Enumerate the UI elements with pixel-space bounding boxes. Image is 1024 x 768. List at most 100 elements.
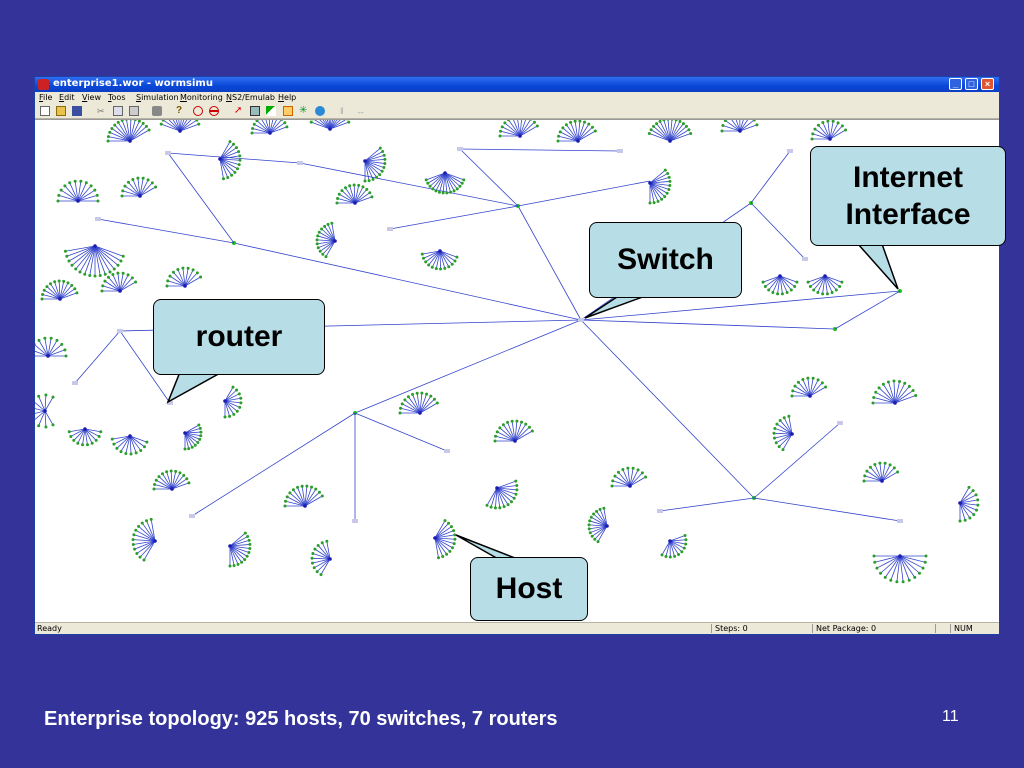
maximize-button[interactable]: □ xyxy=(965,78,978,90)
cut-icon[interactable]: ✂ xyxy=(97,106,105,116)
host-link xyxy=(669,539,686,542)
host xyxy=(246,535,250,539)
host xyxy=(872,554,876,558)
host-link xyxy=(158,476,173,490)
host xyxy=(150,181,154,185)
pointer-icon[interactable]: ➚ xyxy=(234,105,243,116)
pause-icon[interactable]: ‖ xyxy=(340,106,344,116)
switch-node xyxy=(657,509,663,513)
host-link xyxy=(269,122,286,134)
host-link xyxy=(317,545,331,560)
open-icon[interactable] xyxy=(56,106,66,116)
host-link xyxy=(824,275,840,287)
host-link xyxy=(177,269,186,287)
globe-icon[interactable] xyxy=(315,106,325,116)
menu-simulation[interactable]: Simulation xyxy=(136,93,179,102)
host xyxy=(680,550,684,554)
host xyxy=(556,139,560,143)
host xyxy=(237,163,241,167)
switch-node xyxy=(648,181,652,185)
print-icon[interactable] xyxy=(152,106,162,116)
host xyxy=(93,274,97,278)
host-link xyxy=(77,428,86,444)
paste-icon[interactable] xyxy=(129,106,139,116)
title-bar[interactable]: enterprise1.wor - wormsimu _ □ × xyxy=(35,77,999,92)
host-link xyxy=(345,187,356,204)
menu-file[interactable]: File xyxy=(39,93,53,102)
link-icon[interactable] xyxy=(266,106,276,116)
host xyxy=(119,259,123,263)
close-button[interactable]: × xyxy=(981,78,994,90)
host-link xyxy=(58,281,61,300)
host-link xyxy=(184,272,198,287)
host xyxy=(972,513,976,517)
new-icon[interactable] xyxy=(40,106,50,116)
host xyxy=(663,168,667,172)
host-link xyxy=(894,383,906,404)
host xyxy=(963,518,967,522)
host-link xyxy=(794,385,811,397)
host xyxy=(447,265,451,269)
host xyxy=(778,418,782,422)
switch-node xyxy=(443,171,447,175)
host xyxy=(37,424,41,428)
host xyxy=(636,468,640,472)
burst-icon[interactable]: ✳ xyxy=(299,105,308,116)
host-link xyxy=(404,399,421,414)
minimize-button[interactable]: _ xyxy=(949,78,962,90)
host-link xyxy=(287,496,306,507)
minus-circle-icon[interactable] xyxy=(209,106,219,116)
host xyxy=(312,566,316,570)
router-icon[interactable] xyxy=(283,106,293,116)
host xyxy=(145,440,149,444)
stop-circle-icon[interactable] xyxy=(193,106,203,116)
host-link xyxy=(182,268,186,287)
menu-monitoring[interactable]: Monitoring xyxy=(180,93,223,102)
host-link xyxy=(317,240,336,245)
menu-edit[interactable]: Edit xyxy=(59,93,75,102)
switch-node xyxy=(128,434,132,438)
menu-ns2-emulab[interactable]: NS2/Emulab xyxy=(226,93,275,102)
host-link xyxy=(317,239,336,242)
host-link xyxy=(35,410,46,414)
host xyxy=(774,441,778,445)
host xyxy=(336,196,340,200)
save-icon[interactable] xyxy=(72,106,82,116)
help-icon[interactable]: ? xyxy=(176,105,183,116)
switch-node xyxy=(165,151,171,155)
host xyxy=(153,482,157,486)
host-link xyxy=(899,555,920,574)
host xyxy=(611,479,615,483)
host-link xyxy=(254,123,271,134)
host-link xyxy=(899,555,910,581)
step-icon[interactable]: ↔ xyxy=(356,106,365,116)
copy-icon[interactable] xyxy=(113,106,123,116)
host-link xyxy=(881,463,886,482)
host-link xyxy=(577,126,593,142)
host-link xyxy=(84,428,100,437)
host-link xyxy=(649,173,668,184)
host-link xyxy=(879,463,883,482)
host xyxy=(493,439,497,443)
menu-help[interactable]: Help xyxy=(278,93,297,102)
host-link xyxy=(224,400,230,417)
host xyxy=(197,122,201,126)
host-link xyxy=(444,172,461,187)
host-link xyxy=(880,555,901,574)
host-link xyxy=(809,382,823,397)
host-link xyxy=(184,432,201,437)
menu-tools[interactable]: Toos xyxy=(108,93,126,102)
switch-node xyxy=(513,439,517,443)
host xyxy=(587,523,591,527)
host xyxy=(199,434,203,438)
host-link xyxy=(319,231,336,242)
host xyxy=(134,528,138,532)
switch-node xyxy=(576,139,580,143)
host-link xyxy=(779,275,792,291)
host-link xyxy=(54,281,61,300)
computer-icon[interactable] xyxy=(250,106,260,116)
host-link xyxy=(899,555,904,582)
menu-view[interactable]: View xyxy=(82,93,101,102)
host-link xyxy=(669,540,679,555)
topology-canvas[interactable] xyxy=(35,119,999,624)
